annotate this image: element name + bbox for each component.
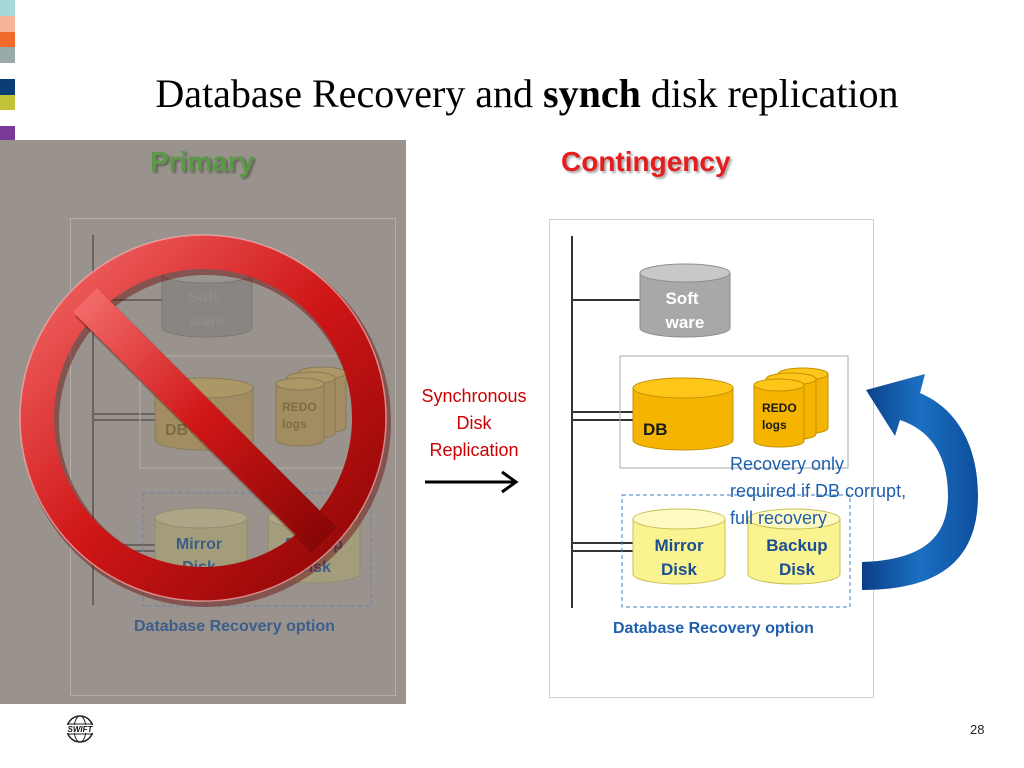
contingency-backup-line2: Disk — [779, 560, 815, 579]
stripe — [0, 0, 15, 16]
primary-redo-line1: REDO — [282, 400, 317, 414]
primary-db-label: DB — [165, 422, 188, 439]
recovery-note-line-1: Recovery only — [730, 454, 845, 474]
primary-mirror-line1: Mirror — [176, 536, 222, 553]
contingency-option-label: Database Recovery option — [613, 620, 814, 637]
contingency-redo-line2: logs — [762, 418, 787, 432]
contingency-software-line1: Soft — [665, 289, 698, 308]
stripe — [0, 16, 15, 32]
contingency-db-cylinder — [632, 377, 734, 451]
recovery-note-line-3: full recovery — [730, 508, 828, 528]
contingency-db-label: DB — [643, 420, 668, 439]
sync-replication-label: Synchronous Disk Replication — [404, 383, 544, 464]
primary-frame — [70, 218, 396, 696]
recovery-note: Recovery only required if DB corrupt, fu… — [730, 451, 970, 532]
logo-text: SWIFT — [68, 725, 94, 734]
contingency-heading: Contingency — [561, 146, 731, 177]
contingency-redo-label: REDO logs — [762, 401, 797, 432]
contingency-diagram — [571, 236, 851, 608]
slide-title: Database Recovery and synch disk replica… — [0, 70, 1024, 117]
curved-arrow-icon — [862, 374, 978, 590]
contingency-mirror-line1: Mirror — [654, 536, 704, 555]
contingency-redo-line1: REDO — [762, 401, 797, 415]
title-prefix: Database Recovery and — [155, 71, 544, 116]
contingency-redo-cylinders — [753, 367, 829, 448]
primary-software-line1: Soft — [187, 289, 219, 306]
sync-line-1: Synchronous — [421, 386, 527, 406]
right-arrow-icon — [425, 470, 519, 494]
primary-software-line2: ware — [188, 313, 226, 330]
contingency-software-line2: ware — [665, 313, 705, 332]
primary-redo-line2: logs — [282, 417, 307, 431]
swift-globe-logo: SWIFT — [66, 715, 94, 743]
no-entry-sign-icon — [19, 234, 391, 607]
sync-line-3: Replication — [429, 440, 519, 460]
primary-software-label: Soft ware — [187, 289, 225, 330]
sync-line-2: Disk — [456, 413, 492, 433]
stripe — [0, 32, 15, 47]
contingency-software-label: Soft ware — [665, 289, 705, 332]
contingency-mirror-line2: Disk — [661, 560, 697, 579]
title-suffix: disk replication — [640, 71, 899, 116]
primary-redo-label: REDO logs — [282, 400, 317, 431]
stripe — [0, 79, 15, 95]
stripe — [0, 126, 15, 141]
page-number: 28 — [970, 722, 985, 737]
contingency-software-cylinder — [639, 263, 731, 338]
contingency-mirror-cylinder — [632, 508, 726, 585]
stripe — [0, 47, 15, 63]
primary-redo-cylinders — [275, 366, 347, 447]
contingency-backup-cylinder — [747, 508, 841, 585]
primary-heading: Primary — [150, 146, 255, 177]
primary-option-label: Database Recovery option — [134, 618, 335, 635]
recovery-note-line-2: required if DB corrupt, — [730, 481, 907, 501]
contingency-backup-line1: Backup — [766, 536, 827, 555]
title-bold: synch — [543, 71, 641, 116]
stripe — [0, 95, 15, 110]
